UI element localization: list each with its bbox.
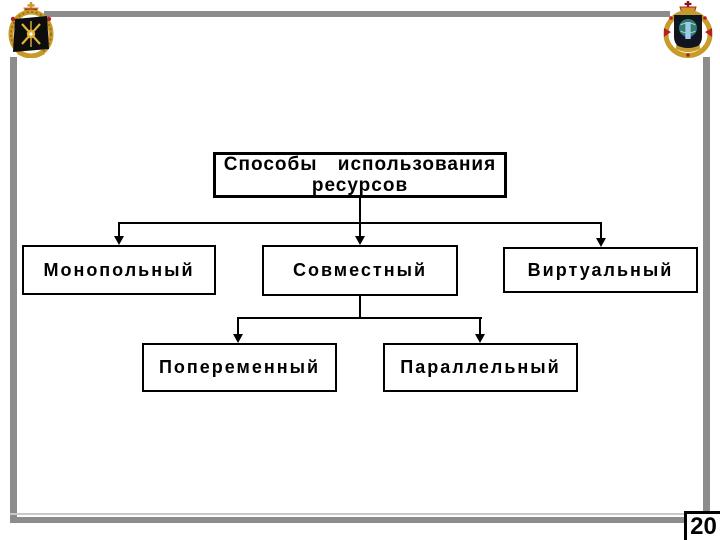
frame-bottom-border-highlight [10, 513, 684, 515]
page-number-box: 20 [684, 511, 720, 540]
arrowhead-down-icon [233, 334, 243, 343]
arrowhead-down-icon [355, 236, 365, 245]
node-root-label-line2: ресурсов [311, 175, 409, 196]
military-emblem-right-icon [662, 1, 714, 64]
connector-drop-virtualnyy [600, 224, 602, 239]
frame-bottom-border [10, 517, 684, 523]
connector-drop-poperemennyy [237, 319, 239, 335]
frame-right-border [703, 57, 710, 511]
connector-drop-parallelnyy [479, 319, 481, 335]
node-label: Параллельный [400, 357, 561, 377]
arrowhead-down-icon [475, 334, 485, 343]
connector-drop-monopolnyy [118, 224, 120, 237]
connector-level1-horizontal [118, 222, 602, 224]
connector-sovmestnyy-vertical [359, 296, 361, 319]
arrowhead-down-icon [114, 236, 124, 245]
node-root-resource-usage-methods: Способы использования ресурсов [213, 152, 507, 198]
node-label: Совместный [292, 260, 428, 280]
node-parallelnyy: Параллельный [383, 343, 578, 392]
page-number: 20 [690, 513, 717, 540]
node-virtualnyy: Виртуальный [503, 247, 698, 293]
arrowhead-down-icon [596, 238, 606, 247]
military-emblem-left-icon [8, 2, 54, 63]
connector-level2-horizontal [237, 317, 482, 319]
node-label: Попеременный [158, 357, 321, 377]
node-monopolnyy: Монопольный [22, 245, 216, 295]
node-poperemennyy: Попеременный [142, 343, 337, 392]
node-sovmestnyy: Совместный [262, 245, 458, 296]
frame-top-border [44, 11, 670, 17]
node-root-label-line1: Способы использования [223, 154, 497, 175]
node-label: Монопольный [43, 259, 195, 280]
connector-root-vertical [359, 198, 361, 238]
frame-left-border [10, 57, 17, 523]
node-label: Виртуальный [527, 259, 674, 280]
